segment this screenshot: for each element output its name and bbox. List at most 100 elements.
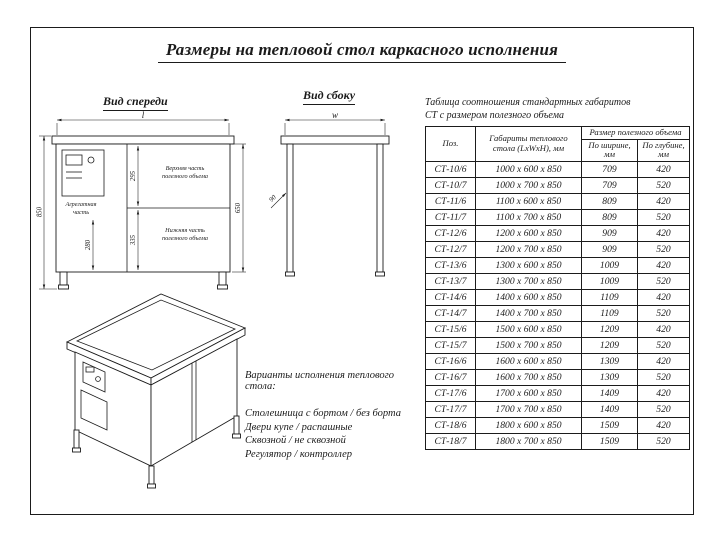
iso-legs [72, 415, 241, 489]
cell-depth: 420 [637, 320, 690, 338]
iso-control-panel [80, 361, 108, 431]
cell-pos: СТ-10/6 [425, 160, 476, 178]
header-row-1: Поз. Габариты теплового стола (LxWxH), м… [425, 126, 690, 162]
side-depth-dimension: 90 [268, 192, 287, 209]
front-table-outline [51, 135, 235, 290]
lower-volume-label-1: Нижняя часть [164, 227, 205, 234]
cell-width: 1309 [581, 352, 638, 370]
cell-dims: 1300 x 700 x 850 [475, 272, 582, 290]
upper-volume-dimension: 295 [130, 146, 140, 206]
cell-depth: 420 [637, 384, 690, 402]
cell-width: 809 [581, 192, 638, 210]
cell-width: 1009 [581, 272, 638, 290]
cell-width: 1109 [581, 288, 638, 306]
cell-pos: СТ-10/7 [425, 176, 476, 194]
option-item: Столешница с бортом / без борта [245, 408, 401, 419]
page-title: Размеры на тепловой стол каркасного испо… [31, 40, 693, 63]
cell-pos: СТ-17/6 [425, 384, 476, 402]
aggregate-label-2: часть [73, 209, 89, 216]
cell-width: 709 [581, 176, 638, 194]
iso-tabletop [65, 293, 247, 386]
option-item: Двери купе / распашные [245, 421, 353, 433]
cell-pos: СТ-17/7 [425, 400, 476, 418]
cell-dims: 1400 x 600 x 850 [475, 288, 582, 306]
cell-width: 1409 [581, 400, 638, 418]
front-view-drawing: l 295 335 Верхняя часть полезн [37, 110, 246, 290]
dim-overall-height-label: 850 [37, 206, 44, 217]
cell-width: 1209 [581, 336, 638, 354]
cell-pos: СТ-18/7 [425, 432, 476, 450]
options-block: Варианты исполнения теплового стола: Сто… [245, 370, 423, 461]
aggregate-label-1: Агрегатная [64, 201, 96, 208]
spec-table: Поз. Габариты теплового стола (LxWxH), м… [425, 126, 690, 450]
dim-lower-label: 335 [130, 234, 137, 246]
front-length-dimension: l [56, 110, 230, 135]
cell-dims: 1200 x 600 x 850 [475, 224, 582, 242]
cell-pos: СТ-11/6 [425, 192, 476, 210]
cell-pos: СТ-18/6 [425, 416, 476, 434]
col-header-dims: Габариты теплового стола (LxWxH), мм [475, 126, 582, 162]
cell-width: 1509 [581, 416, 638, 434]
cell-dims: 1100 x 700 x 850 [475, 208, 582, 226]
side-view-drawing: w 90 [268, 110, 390, 277]
col-header-pos: Поз. [425, 126, 476, 162]
cell-depth: 420 [637, 256, 690, 274]
cell-width: 909 [581, 240, 638, 258]
dim-inner-height-label: 650 [235, 202, 242, 213]
isometric-drawing [65, 293, 247, 489]
dim-length-label: l [142, 110, 145, 120]
cell-depth: 520 [637, 240, 690, 258]
side-table-outline [280, 135, 390, 277]
cell-width: 1109 [581, 304, 638, 322]
cell-pos: СТ-12/7 [425, 240, 476, 258]
cell-width: 709 [581, 160, 638, 178]
cell-pos: СТ-15/7 [425, 336, 476, 354]
dim-width-label: w [332, 110, 338, 120]
cell-pos: СТ-11/7 [425, 208, 476, 226]
cell-pos: СТ-16/6 [425, 352, 476, 370]
lower-volume-dimension: 335 [130, 210, 140, 270]
cell-dims: 1600 x 700 x 850 [475, 368, 582, 386]
table-caption: Таблица соотношения стандартных габарито… [425, 97, 631, 122]
cell-pos: СТ-15/6 [425, 320, 476, 338]
cell-depth: 420 [637, 224, 690, 242]
upper-volume-label-2: полезного объема [162, 173, 208, 180]
cell-dims: 1700 x 600 x 850 [475, 384, 582, 402]
dim-aggregate-label: 280 [85, 239, 92, 250]
cell-depth: 520 [637, 176, 690, 194]
cell-pos: СТ-13/6 [425, 256, 476, 274]
cell-depth: 420 [637, 160, 690, 178]
table-caption-line1: Таблица соотношения стандартных габарито… [425, 97, 631, 108]
cell-dims: 1500 x 700 x 850 [475, 336, 582, 354]
aggregate-dimension: 280 [85, 220, 95, 270]
cell-width: 1509 [581, 432, 638, 450]
options-title: Варианты исполнения теплового стола: [245, 370, 394, 392]
cell-depth: 520 [637, 400, 690, 418]
control-panel [61, 149, 105, 197]
header-row-2: По ширине, мм По глубине, мм [426, 138, 690, 162]
cell-dims: 1000 x 600 x 850 [475, 160, 582, 178]
cell-pos: СТ-13/7 [425, 272, 476, 290]
dim-depth-label: 90 [268, 194, 278, 204]
dim-upper-label: 295 [130, 170, 137, 181]
cell-width: 1309 [581, 368, 638, 386]
cell-depth: 520 [637, 432, 690, 450]
cell-depth: 520 [637, 272, 690, 290]
col-header-depth: По глубине, мм [637, 138, 690, 162]
cell-pos: СТ-14/6 [425, 288, 476, 306]
cell-depth: 520 [637, 208, 690, 226]
